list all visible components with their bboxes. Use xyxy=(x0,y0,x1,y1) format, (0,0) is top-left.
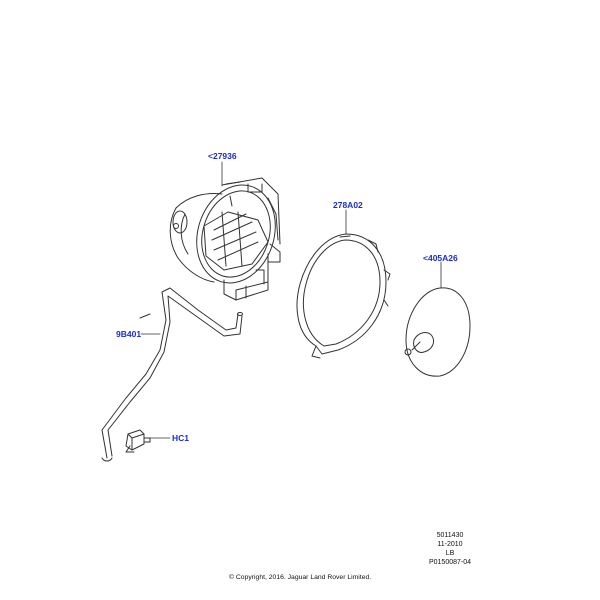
reference-block: 5011430 11-2010 LB P0150087-04 xyxy=(420,532,480,566)
callout-405a26[interactable]: <405A26 xyxy=(423,253,458,263)
callout-9b401[interactable]: 9B401 xyxy=(116,329,142,339)
callout-27936[interactable]: <27936 xyxy=(208,151,237,161)
reference-date: 11-2010 xyxy=(437,541,463,548)
hose-clip[interactable] xyxy=(125,429,151,453)
illustration-number: P0150087-04 xyxy=(428,559,472,566)
callout-hc1[interactable]: HC1 xyxy=(172,433,190,443)
reference-number: 5011430 xyxy=(436,532,464,539)
fuel-filler-door[interactable] xyxy=(404,287,471,377)
fuel-filler-seal[interactable] xyxy=(296,233,391,359)
leader-lines xyxy=(140,161,442,439)
copyright-text: © Copyright, 2016. Jaguar Land Rover Lim… xyxy=(229,574,372,581)
fuel-filler-housing[interactable] xyxy=(169,175,287,301)
callout-278a02[interactable]: 278A02 xyxy=(333,200,363,210)
breather-tube[interactable] xyxy=(101,287,243,462)
reference-side: LB xyxy=(445,550,455,557)
